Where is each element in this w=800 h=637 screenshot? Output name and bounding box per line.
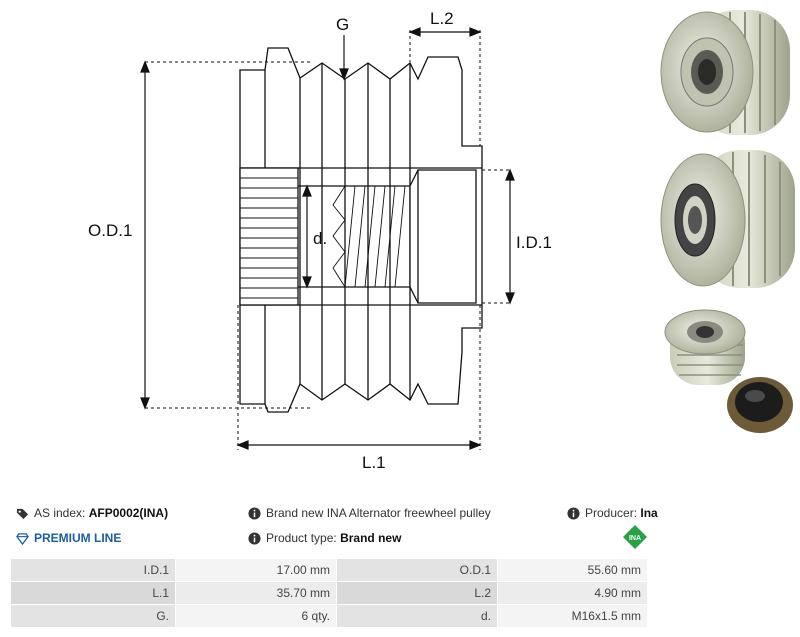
spec-key: G.: [10, 604, 176, 628]
tags-icon: [16, 508, 29, 519]
info-icon: [567, 506, 580, 520]
description-text: Brand new INA Alternator freewheel pulle…: [266, 506, 491, 520]
spec-value: 6 qty.: [175, 604, 337, 628]
pulley-profile: [239, 47, 483, 413]
specs-table: I.D.1 17.00 mm O.D.1 55.60 mm L.1 35.70 …: [10, 558, 648, 628]
spec-key: L.1: [10, 581, 176, 605]
label-l1: L.1: [362, 453, 386, 472]
ina-logo: INA: [623, 525, 647, 549]
as-index: AS index: AFP0002(INA): [16, 506, 168, 520]
table-row: L.1 35.70 mm L.2 4.90 mm: [10, 581, 648, 605]
product-type-value: Brand new: [340, 531, 402, 545]
label-id1: I.D.1: [516, 233, 552, 252]
as-index-label: AS index:: [34, 506, 86, 520]
spec-value: 35.70 mm: [175, 581, 337, 605]
diamond-icon: [16, 532, 29, 545]
premium-line-label: PREMIUM LINE: [34, 531, 122, 545]
technical-drawing: G L.2 O.D.1 I.D.1 d. L.1: [88, 9, 552, 472]
spec-key: d.: [336, 604, 498, 628]
product-type-label: Product type:: [266, 531, 337, 545]
spec-value: 55.60 mm: [497, 558, 648, 582]
description: Brand new INA Alternator freewheel pulle…: [248, 506, 491, 520]
table-row: I.D.1 17.00 mm O.D.1 55.60 mm: [10, 558, 648, 582]
label-od1: O.D.1: [88, 221, 132, 240]
label-d: d.: [313, 229, 327, 248]
label-g: G: [336, 15, 349, 34]
pulley-cap-photo: [727, 377, 793, 433]
spec-key: O.D.1: [336, 558, 498, 582]
producer-value: Ina: [640, 506, 658, 520]
product-type: Product type: Brand new: [248, 531, 401, 545]
premium-line: PREMIUM LINE: [16, 531, 121, 545]
pulley-photo-small: [664, 309, 746, 385]
pulley-photo-back: [660, 150, 795, 288]
as-index-value: AFP0002(INA): [88, 506, 169, 520]
info-icon: [248, 506, 261, 520]
spec-key: L.2: [336, 581, 498, 605]
spec-key: I.D.1: [10, 558, 176, 582]
spec-value: 4.90 mm: [497, 581, 648, 605]
producer-label: Producer:: [585, 506, 638, 520]
spec-value: 17.00 mm: [175, 558, 337, 582]
product-photos: [660, 10, 795, 433]
ina-logo-text: INA: [629, 535, 641, 542]
table-row: G. 6 qty. d. M16x1.5 mm: [10, 604, 648, 628]
spec-value: M16x1.5 mm: [497, 604, 648, 628]
producer: Producer: Ina: [567, 506, 658, 520]
info-icon: [248, 531, 261, 545]
pulley-photo-front: [660, 10, 790, 135]
label-l2: L.2: [430, 9, 454, 28]
